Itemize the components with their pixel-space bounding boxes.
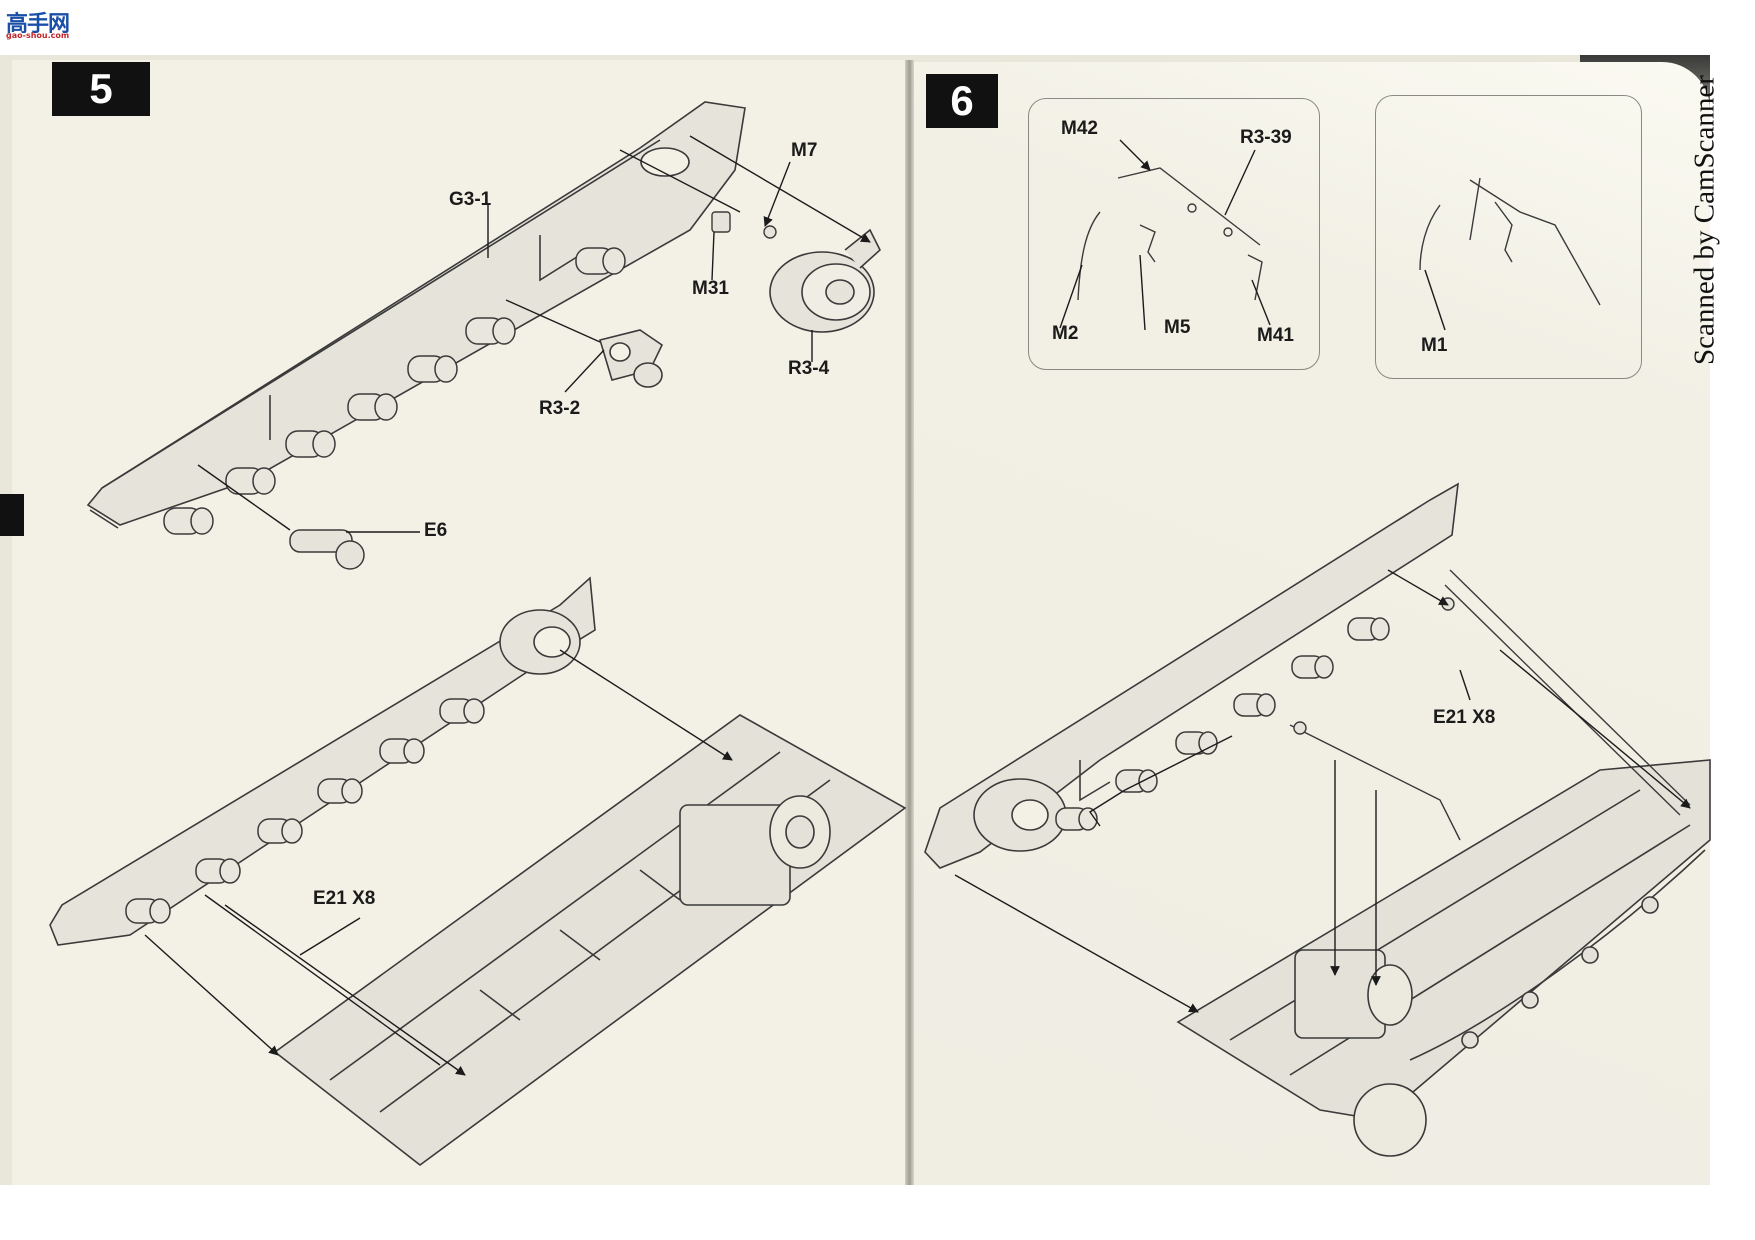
scanner-watermark: Scanned by CamScanner [1660, 60, 1750, 380]
part-m31 [711, 211, 777, 239]
inset-b-parts [1419, 177, 1601, 331]
part-callout-m41: M41 [1257, 325, 1294, 346]
detail-inset-b [1375, 95, 1642, 379]
part-callout-m42: M42 [1061, 118, 1098, 139]
hull-side-plate-step6 [924, 482, 1459, 869]
swing-arm-sockets-top [163, 247, 626, 535]
part-callout-r3-2: R3-2 [539, 398, 581, 419]
logo-text: 高手网 [6, 12, 70, 37]
part-callout-e21-x8: E21 X8 [1433, 707, 1496, 728]
part-callout-m1: M1 [1421, 335, 1448, 356]
part-callout-g3-1: G3-1 [449, 189, 492, 210]
chassis-step6 [1176, 759, 1711, 1157]
hull-side-plate-bottom [49, 576, 596, 946]
part-callout-r3-4: R3-4 [788, 358, 830, 379]
swing-arm-e6 [289, 529, 365, 570]
bracket-r3-2 [598, 329, 664, 388]
part-callout-e21-x8: E21 X8 [313, 888, 376, 909]
logo-subtext: gao-shou.com [6, 31, 70, 40]
step-number-badge: 6 [926, 74, 998, 128]
inset-a-parts [1059, 139, 1271, 331]
part-callout-m2: M2 [1052, 323, 1079, 344]
hull-side-plate-top [86, 101, 746, 529]
part-callout-m31: M31 [692, 278, 729, 299]
swing-arm-sockets-step6 [1055, 617, 1390, 831]
chassis-floor-left [273, 714, 907, 1167]
step-number-badge: 5 [52, 62, 150, 116]
part-callout-e6: E6 [424, 520, 448, 541]
part-callout-m5: M5 [1164, 317, 1191, 338]
part-callout-m7: M7 [791, 140, 818, 161]
part-callout-r3-39: R3-39 [1240, 127, 1292, 148]
watermark-text: Scanned by CamScanner [1688, 75, 1721, 365]
detail-inset-a [1028, 98, 1320, 370]
book-gutter [905, 60, 914, 1185]
logo: 高手网 gao-shou.com [4, 6, 74, 42]
idler-wheel-r3-4 [769, 228, 881, 333]
swing-arm-sockets-bottom [125, 698, 485, 924]
page-edge-tab [0, 494, 24, 536]
